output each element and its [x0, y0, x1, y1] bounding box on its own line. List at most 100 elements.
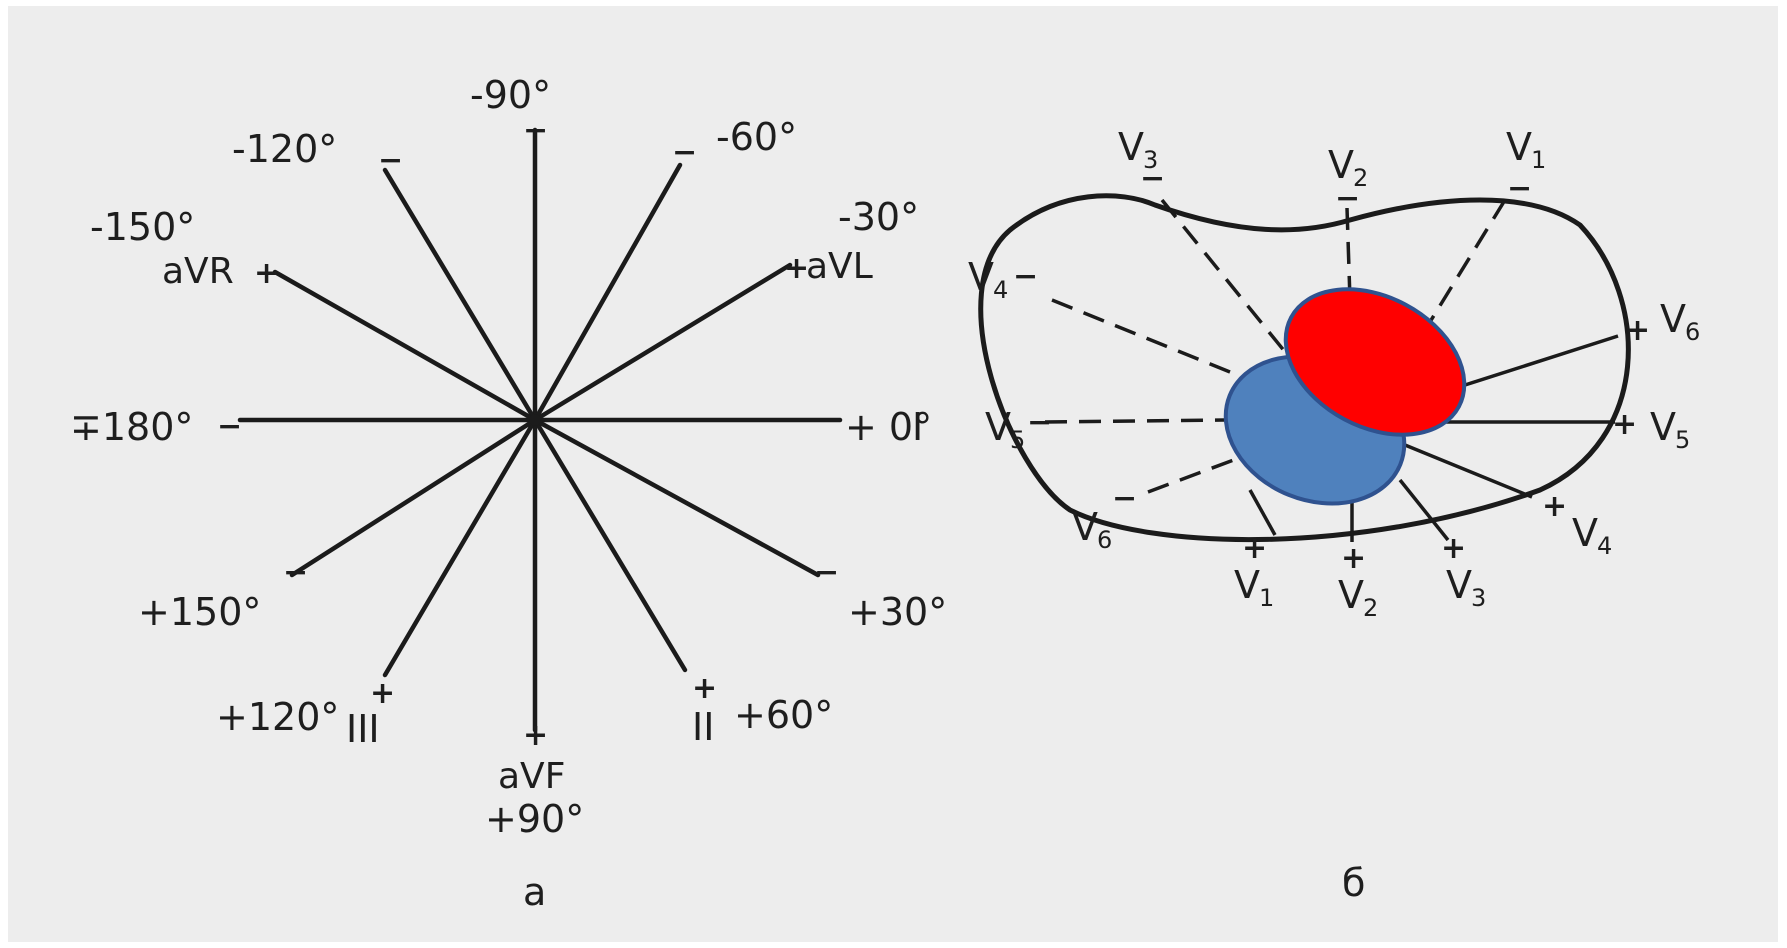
svg-text:+: + [1242, 531, 1267, 566]
svg-text:V: V [1660, 297, 1686, 341]
angle-minus-30: -30° [838, 195, 919, 239]
angle-minus-90: -90° [470, 73, 551, 117]
svg-text:−: − [1027, 405, 1052, 440]
svg-text:V: V [1506, 125, 1532, 169]
lead-v2-positive-label: + V 2 [1338, 541, 1378, 622]
sign-plus-ii: + [692, 671, 717, 706]
svg-text:−: − [1013, 259, 1038, 294]
angle-zero: + 0° [845, 405, 932, 449]
axis-lead-ii [532, 417, 688, 673]
svg-text:+: + [1441, 531, 1466, 566]
lead-ii-label: II [692, 705, 714, 749]
lead-v1-positive-label: + V 1 [1234, 531, 1274, 612]
svg-text:6: 6 [1685, 318, 1700, 346]
svg-text:3: 3 [1471, 584, 1486, 612]
sign-minus-120: − [378, 143, 403, 178]
svg-text:−: − [1112, 481, 1137, 516]
svg-text:6: 6 [1097, 526, 1112, 554]
axis-lead-iii [382, 417, 538, 678]
lead-line-v3-positive [1398, 478, 1450, 542]
axis-plus-150 [289, 417, 538, 578]
sign-plus-iii: + [370, 676, 395, 711]
angle-plus-60: +60° [734, 693, 833, 737]
angle-plus-150: +150° [138, 590, 261, 634]
axis-minus-120 [382, 167, 538, 423]
lead-line-v6-positive [1464, 334, 1619, 387]
panel-b-caption: б [1342, 861, 1365, 905]
axis-origin [529, 414, 541, 426]
svg-text:V: V [1328, 143, 1354, 187]
svg-text:V: V [985, 405, 1011, 449]
svg-text:+: + [1612, 407, 1637, 442]
svg-text:V: V [1572, 511, 1598, 555]
lead-v3-negative-label: V 3 − [1118, 125, 1165, 196]
svg-text:+: + [1341, 541, 1366, 576]
svg-text:2: 2 [1353, 164, 1368, 192]
svg-text:V: V [968, 255, 994, 299]
lead-v4-positive-label: + V 4 [1542, 489, 1612, 560]
svg-text:+: + [1625, 313, 1650, 348]
lead-v5-negative-label: V 5 − [985, 405, 1052, 454]
lead-line-v4-positive [1404, 443, 1533, 499]
svg-text:+: + [1542, 489, 1567, 524]
svg-text:V: V [1072, 505, 1098, 549]
axis-avr [272, 269, 538, 423]
lead-i-label: I [912, 405, 923, 449]
svg-text:−: − [1335, 181, 1360, 216]
lead-v3-positive-label: + V 3 [1441, 531, 1486, 612]
lead-v5-positive-label: + V 5 [1612, 405, 1690, 454]
axis-avl [532, 262, 793, 423]
scan-background [8, 6, 1778, 942]
sign-minus-150-lower: − [283, 555, 308, 590]
angle-plus-90: +90° [485, 797, 584, 841]
lead-v2-negative-label: V 2 − [1328, 143, 1368, 216]
sign-plus-avl: + [784, 251, 809, 286]
svg-text:V: V [1118, 125, 1144, 169]
lead-avl-label: aVL [806, 246, 873, 287]
svg-text:−: − [1507, 171, 1532, 206]
left-ventricle [1283, 287, 1467, 437]
svg-text:4: 4 [993, 276, 1008, 304]
lead-line-v6-negative [1147, 450, 1256, 494]
svg-text:4: 4 [1597, 532, 1612, 560]
lead-line-v2-negative [1345, 207, 1352, 301]
panel-a-caption: a [523, 870, 546, 914]
svg-text:V: V [1234, 563, 1260, 607]
chest-leads-diagram: V 3 − V 2 − V 1 − V 4 − V 5 − V 6 − [968, 125, 1700, 905]
angle-plus-120: +120° [216, 695, 339, 739]
angle-minus-150: -150° [90, 205, 195, 249]
sign-plus-avf: + [523, 718, 548, 753]
axis-minus-60 [532, 162, 683, 423]
chest-outline [978, 193, 1631, 543]
angle-minus-120: -120° [232, 127, 337, 171]
angle-plus-minus-180: ∓180° [70, 405, 193, 449]
sign-minus-90: − [523, 113, 548, 148]
svg-text:2: 2 [1363, 594, 1378, 622]
sign-plus-avr: + [254, 256, 279, 291]
svg-text:5: 5 [1675, 426, 1690, 454]
sign-minus-180: − [217, 409, 242, 444]
lead-iii-label: III [346, 707, 380, 751]
svg-text:1: 1 [1259, 584, 1274, 612]
svg-text:V: V [1650, 405, 1676, 449]
hexaxial-reference-system: − − − − − − + + + -90° -120° -60° -150° … [70, 73, 947, 914]
lead-v6-negative-label: V 6 − [1072, 481, 1137, 554]
axis-plus-30 [532, 417, 821, 578]
lead-avf-label: aVF [498, 756, 565, 797]
lead-avr-label: aVR [162, 251, 234, 292]
lead-line-v1-positive [1248, 489, 1277, 536]
angle-plus-30: +30° [848, 590, 947, 634]
lead-line-v5-negative [1044, 418, 1226, 424]
lead-v1-negative-label: V 1 − [1506, 125, 1546, 206]
svg-text:1: 1 [1531, 146, 1546, 174]
svg-text:−: − [1140, 161, 1165, 196]
svg-text:V: V [1338, 573, 1364, 617]
sign-minus-60: − [672, 135, 697, 170]
sign-minus-30-lower: − [814, 555, 839, 590]
lead-v6-positive-label: + V 6 [1625, 297, 1700, 348]
svg-text:3: 3 [1143, 146, 1158, 174]
angle-minus-60: -60° [716, 115, 797, 159]
lead-v4-negative-label: V 4 − [968, 255, 1038, 304]
